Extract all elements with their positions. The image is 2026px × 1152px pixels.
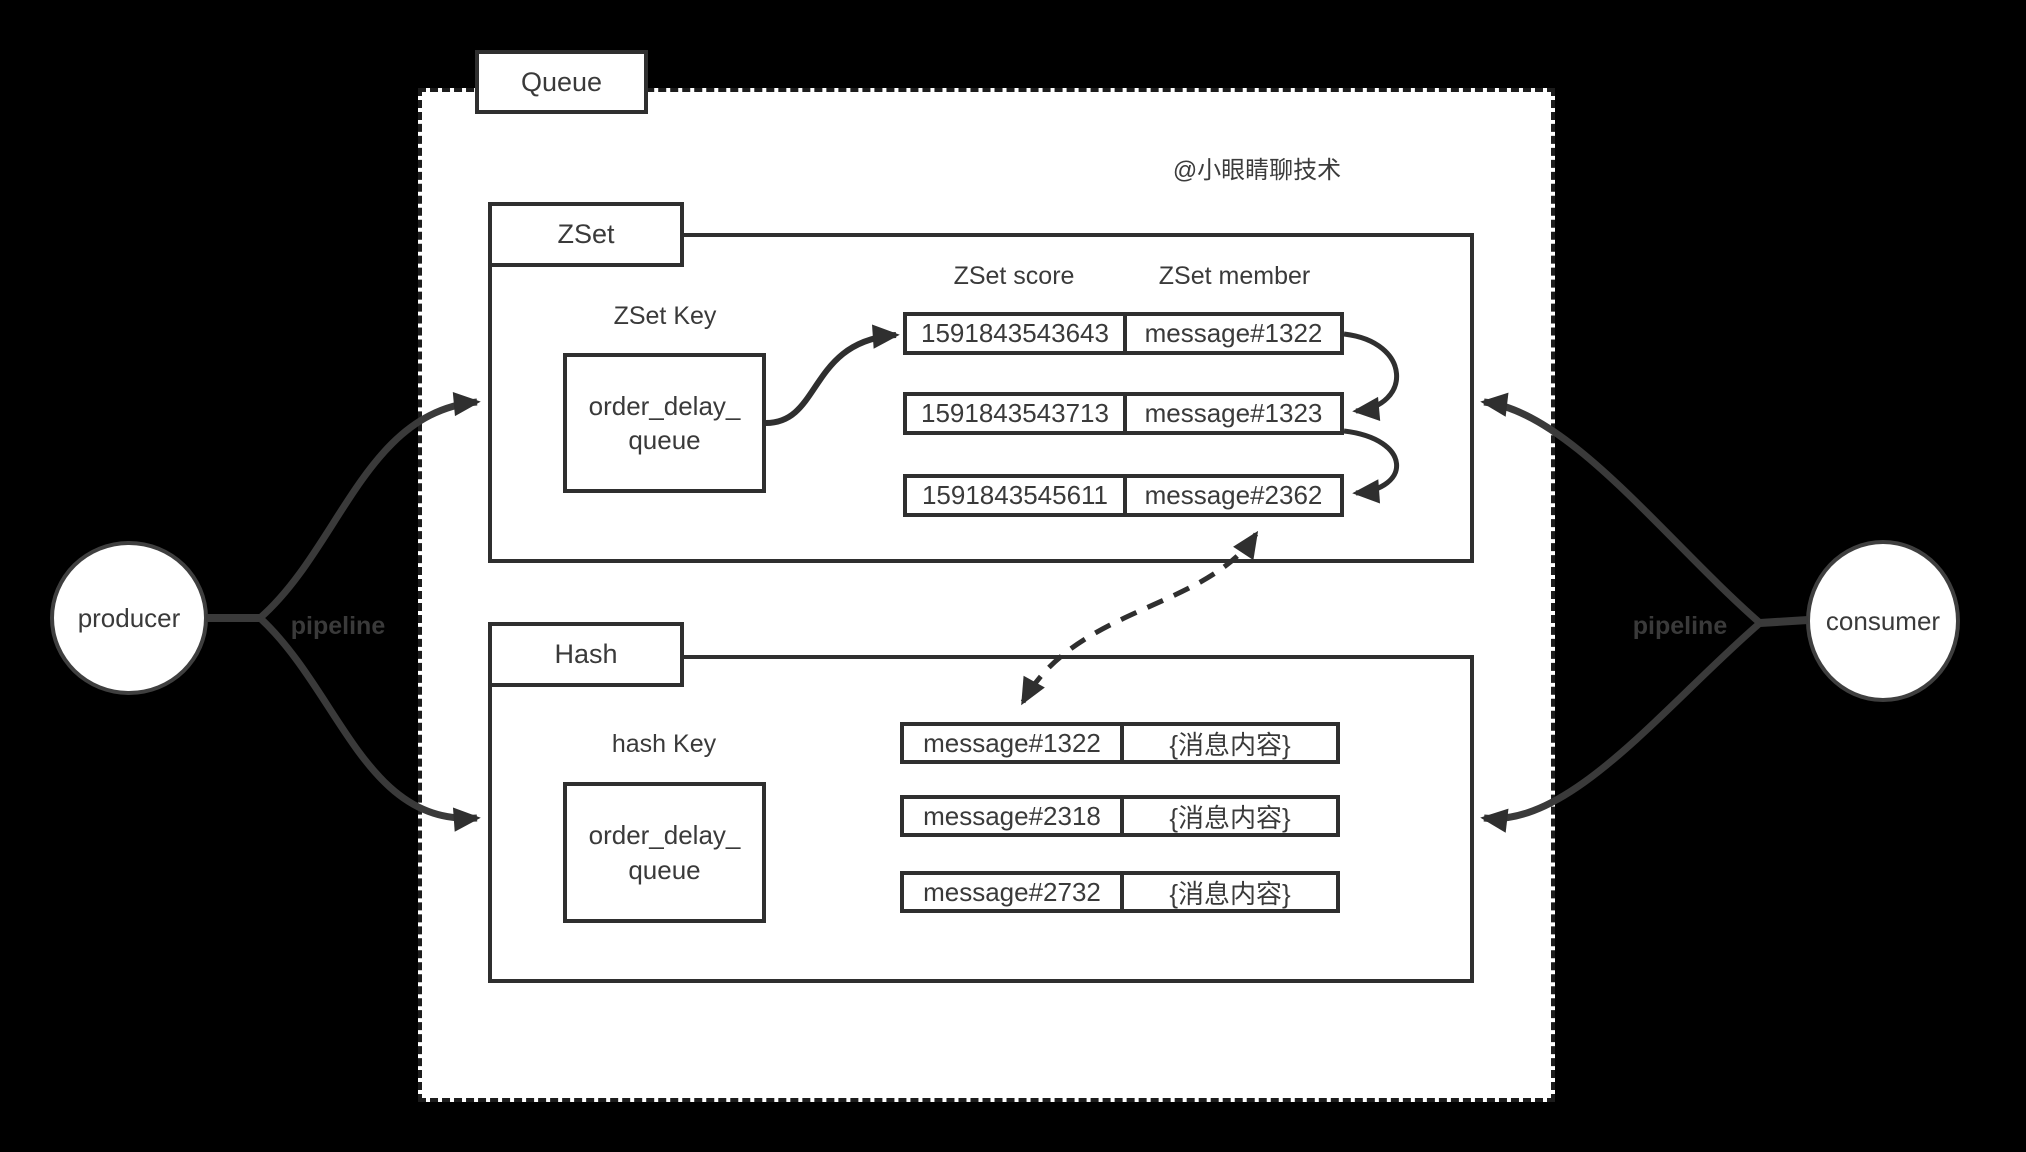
pipeline-label-left: pipeline — [290, 612, 386, 640]
hash-field-cell: message#2318 — [904, 799, 1124, 833]
zset-key-value-line1: order_delay_ — [588, 390, 741, 421]
hash-row: message#2732 {消息内容} — [900, 871, 1340, 913]
zset-row: 1591843545611 message#2362 — [903, 474, 1344, 517]
watermark-text: @小眼睛聊技术 — [1172, 157, 1342, 184]
zset-key-value-line2: queue — [628, 425, 701, 455]
zset-key-label: ZSet Key — [613, 302, 717, 330]
zset-score-header: ZSet score — [953, 262, 1075, 290]
consumer-label: consumer — [1825, 605, 1941, 636]
zset-score-cell: 1591843545611 — [907, 478, 1127, 513]
queue-tab: Queue — [475, 50, 648, 114]
zset-member-cell: message#1323 — [1144, 398, 1323, 428]
zset-row: 1591843543643 message#1322 — [903, 312, 1344, 355]
hash-tab: Hash — [488, 622, 684, 687]
zset-member-cell: message#1322 — [1144, 318, 1323, 348]
zset-tab: ZSet — [488, 202, 684, 267]
consumer-node: consumer — [1806, 540, 1960, 702]
pipeline-label-right: pipeline — [1632, 612, 1728, 640]
zset-key-box: order_delay_ queue — [563, 353, 766, 493]
hash-field-cell: message#1322 — [904, 726, 1124, 760]
producer-node: producer — [50, 541, 208, 695]
queue-tab-label: Queue — [520, 66, 603, 97]
hash-key-box: order_delay_ queue — [563, 782, 766, 923]
hash-field-cell: message#2732 — [904, 875, 1124, 909]
consumer-stub-line — [1759, 616, 1809, 627]
hash-row: message#2318 {消息内容} — [900, 795, 1340, 837]
hash-key-value-line2: queue — [628, 854, 701, 885]
hash-tab-label: Hash — [554, 639, 618, 669]
hash-key-value-line1: order_delay_ — [588, 820, 741, 851]
zset-score-cell: 1591843543643 — [907, 316, 1127, 351]
producer-label: producer — [77, 602, 181, 633]
zset-tab-label: ZSet — [557, 219, 615, 249]
hash-value-cell: {消息内容} — [1169, 802, 1291, 833]
zset-row: 1591843543713 message#1323 — [903, 392, 1344, 435]
zset-member-cell: message#2362 — [1144, 480, 1323, 510]
hash-value-cell: {消息内容} — [1169, 878, 1291, 909]
zset-score-cell: 1591843543713 — [907, 396, 1127, 431]
hash-row: message#1322 {消息内容} — [900, 722, 1340, 764]
zset-member-header: ZSet member — [1158, 262, 1311, 290]
hash-key-label: hash Key — [611, 730, 717, 758]
hash-value-cell: {消息内容} — [1169, 729, 1291, 760]
